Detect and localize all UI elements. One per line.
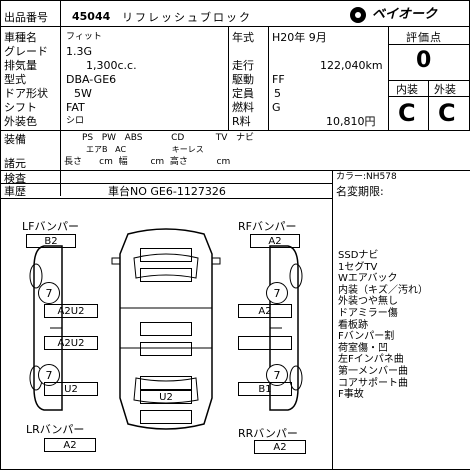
rr-bumper-code: A2 [254, 440, 306, 454]
note-item: 内装（キズ／汚れ） [338, 284, 428, 296]
right-rear-code: B1 [238, 382, 292, 396]
r-value: 10,810円 [326, 115, 376, 128]
logo [348, 6, 463, 26]
car-name: フィット [66, 32, 102, 42]
lr-wheel-mark: 7 [38, 364, 60, 386]
rf-wheel-mark: 7 [266, 282, 288, 304]
name-label: 車種名 [4, 31, 37, 44]
eval-label: 評価点 [406, 31, 442, 44]
note-item: 1セグTV [338, 261, 378, 273]
car-diagram [29, 228, 303, 430]
rear-center-code: U2 [140, 390, 192, 404]
r-label: R料 [232, 115, 251, 128]
rf-bumper-label: RFバンパー [238, 220, 297, 233]
note-item: コアサポート曲 [338, 377, 408, 389]
interior-label: 内装 [396, 83, 418, 96]
logo-icon [350, 7, 366, 23]
auction-name: リフレッシュブロック [122, 11, 252, 24]
interior-score: C [398, 99, 416, 127]
right-front-door-code: A2 [238, 304, 292, 318]
exterior-color: シロ [66, 116, 85, 126]
lf-bumper-code: B2 [26, 234, 76, 248]
eval-score: 0 [416, 48, 432, 73]
left-rear-door-code: A2U2 [44, 336, 98, 350]
logo-text: ベイオーク [372, 7, 438, 22]
history-label: 車歴 [4, 185, 26, 198]
left-rear-code: U2 [44, 382, 98, 396]
note-item: 外装つや無し [338, 296, 398, 308]
note-item: 看板跡 [338, 319, 368, 331]
trunk-box [140, 376, 192, 390]
rr-wheel-mark: 7 [266, 364, 288, 386]
center-box [140, 342, 192, 356]
year: H20年 9月 [272, 31, 327, 44]
equipment-row2: エアB AC キーレス [86, 145, 204, 154]
mileage: 122,040km [320, 59, 383, 72]
year-label: 年式 [232, 31, 254, 44]
shift-label: シフト [4, 101, 37, 114]
mileage-label: 走行 [232, 59, 254, 72]
exterior-score: C [438, 99, 456, 127]
right-rear-door-box [238, 336, 292, 350]
grade: 1.3G [66, 45, 93, 58]
color-code: カラー:NH578 [336, 172, 397, 182]
hood-box [140, 248, 192, 262]
drive: FF [272, 73, 285, 86]
model-label: 型式 [4, 73, 26, 86]
note-item: Fバンパー割 [338, 331, 395, 343]
fuel: G [272, 101, 281, 114]
doors: 5W [74, 87, 92, 100]
drive-label: 駆動 [232, 73, 254, 86]
fuel-label: 燃料 [232, 101, 254, 114]
front-panel-box [140, 268, 192, 282]
roof-box [140, 322, 192, 336]
rear-panel-box [140, 410, 192, 424]
dims: 長さ cm 幅 cm 高さ cm [64, 157, 231, 167]
note-item: 左Fインパネ曲 [338, 354, 404, 366]
lr-bumper-label: LRバンパー [26, 423, 85, 436]
exterior-label: 外装 [434, 83, 456, 96]
note-item: ドアミラー傷 [338, 307, 398, 319]
grade-label: グレード [4, 45, 48, 58]
equipment-label: 装備 [4, 133, 26, 146]
inspection-label: 検査 [4, 172, 26, 185]
lot-label: 出品番号 [4, 11, 48, 24]
lf-bumper-label: LFバンパー [22, 220, 80, 233]
note-item: SSDナビ [338, 250, 379, 261]
rr-bumper-label: RRバンパー [238, 427, 298, 440]
equipment-row1: PS PW ABS CD TV ナビ [82, 133, 255, 143]
note-item: Wエアバック [338, 273, 398, 285]
model: DBA-GE6 [66, 73, 117, 86]
shift: FAT [66, 101, 85, 114]
rf-bumper-code: A2 [250, 234, 300, 248]
capacity-label: 定員 [232, 87, 254, 100]
exterior-color-label: 外装色 [4, 115, 37, 128]
lr-bumper-code: A2 [44, 438, 96, 452]
note-item: F事故 [338, 389, 364, 401]
displacement-label: 排気量 [4, 59, 37, 72]
note-item: 第一メンバー曲 [338, 365, 408, 377]
chassis-number: 車台NO GE6-1127326 [108, 185, 226, 198]
left-front-door-code: A2U2 [44, 304, 98, 318]
lot-number: 45044 [72, 10, 111, 23]
displacement: 1,300c.c. [86, 59, 137, 72]
dims-label: 諸元 [4, 157, 26, 170]
note-item: 荷室傷・凹 [338, 342, 388, 354]
lf-wheel-mark: 7 [38, 282, 60, 304]
doors-label: ドア形状 [4, 87, 48, 100]
capacity: 5 [274, 87, 281, 100]
name-change-deadline: 名変期限: [336, 185, 384, 198]
